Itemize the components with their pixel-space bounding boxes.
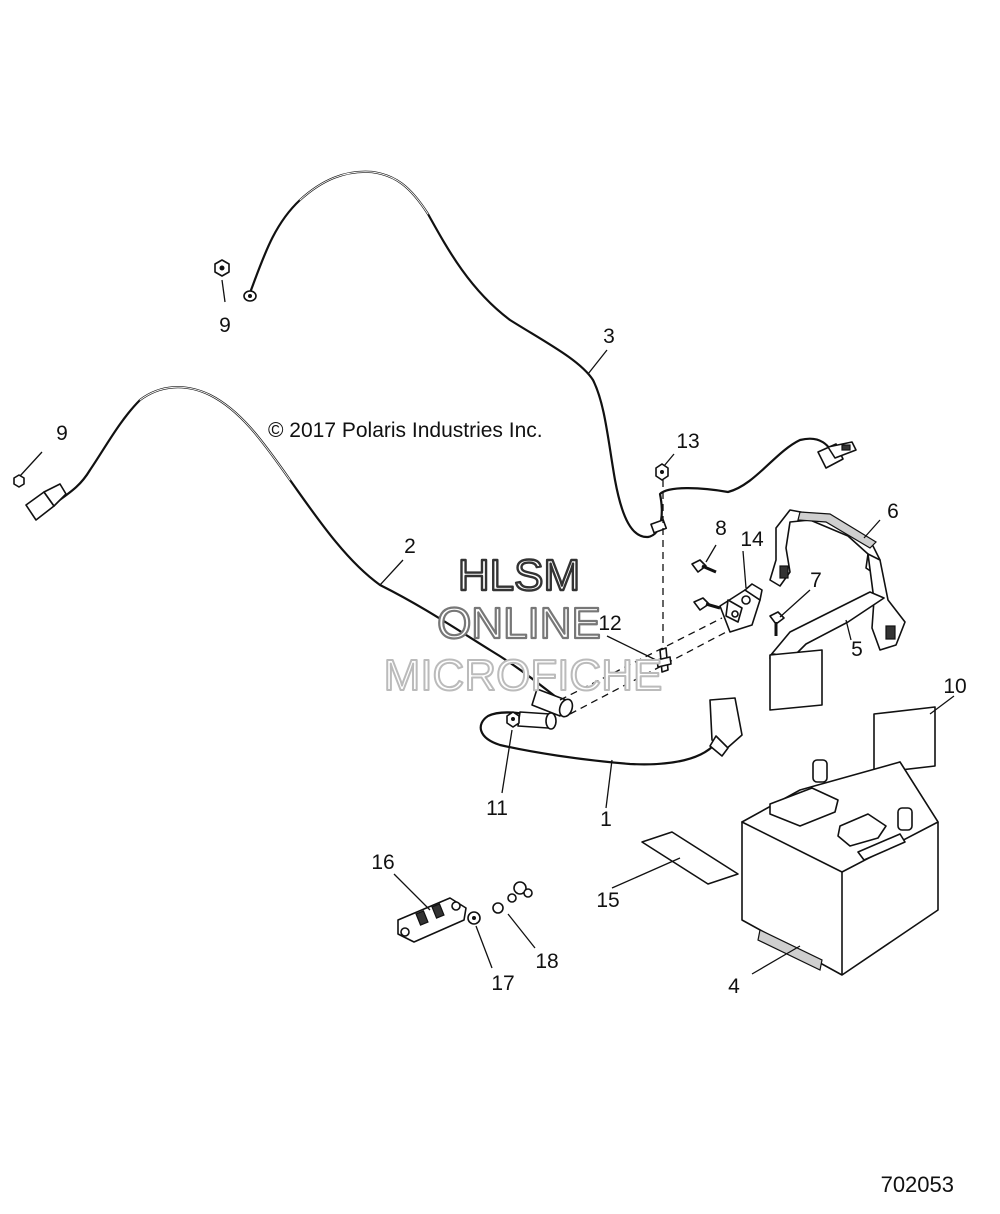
callout-12: 12 — [598, 612, 621, 635]
pad-10-upper — [769, 649, 823, 711]
hardware-nut-9-upper — [214, 259, 230, 277]
watermark-line-3: MICROFICHE — [384, 651, 663, 700]
callout-4: 4 — [728, 975, 740, 998]
callout-9-upper: 9 — [219, 314, 231, 337]
hardware-bolt-14 — [693, 597, 721, 611]
callout-6: 6 — [887, 500, 899, 523]
callout-2: 2 — [404, 535, 416, 558]
hardware-nut-13 — [655, 463, 669, 481]
callout-15: 15 — [596, 889, 619, 912]
decal-15 — [641, 831, 739, 885]
callout-16: 16 — [371, 851, 394, 874]
hardware-stud-12 — [656, 647, 672, 673]
callout-3: 3 — [603, 325, 615, 348]
callout-1: 1 — [600, 808, 612, 831]
hardware-bolt-7 — [769, 611, 785, 636]
hardware-nut-17 — [467, 911, 481, 925]
callout-14: 14 — [740, 528, 764, 551]
hold-down-bracket-5 — [769, 591, 885, 663]
pad-10-lower — [873, 706, 936, 774]
watermark: HLSM ONLINE MICROFICHE — [383, 550, 664, 701]
callout-13: 13 — [676, 430, 699, 453]
solenoid-14 — [719, 583, 763, 633]
leader-lines — [19, 279, 955, 975]
cable-3 — [243, 170, 857, 539]
assembly-lines — [559, 480, 731, 715]
hardware-nut-11 — [506, 711, 520, 728]
hardware-nut-9-left — [13, 474, 25, 488]
battery-strap-6 — [769, 509, 906, 651]
figure-number: 702053 — [881, 1172, 954, 1197]
cable-1 — [479, 697, 743, 766]
watermark-line-1: HLSM — [458, 551, 580, 600]
callouts: 9 9 3 2 13 8 14 6 7 5 10 12 11 1 15 16 1… — [56, 314, 967, 998]
watermark-line-2: ONLINE — [437, 599, 601, 648]
callout-18: 18 — [535, 950, 558, 973]
fuse-holder-16 — [397, 897, 467, 943]
hardware-bolt-8 — [691, 559, 717, 574]
callout-11: 11 — [486, 797, 508, 820]
callout-10: 10 — [943, 675, 966, 698]
hardware-washer-18 — [492, 881, 533, 914]
copyright-notice: © 2017 Polaris Industries Inc. — [268, 419, 543, 442]
battery-4 — [741, 759, 939, 976]
callout-5: 5 — [851, 638, 863, 661]
callout-7: 7 — [810, 569, 822, 592]
callout-8: 8 — [715, 517, 727, 540]
callout-17: 17 — [491, 972, 514, 995]
cable-2 — [25, 386, 574, 718]
callout-9-left: 9 — [56, 422, 68, 445]
